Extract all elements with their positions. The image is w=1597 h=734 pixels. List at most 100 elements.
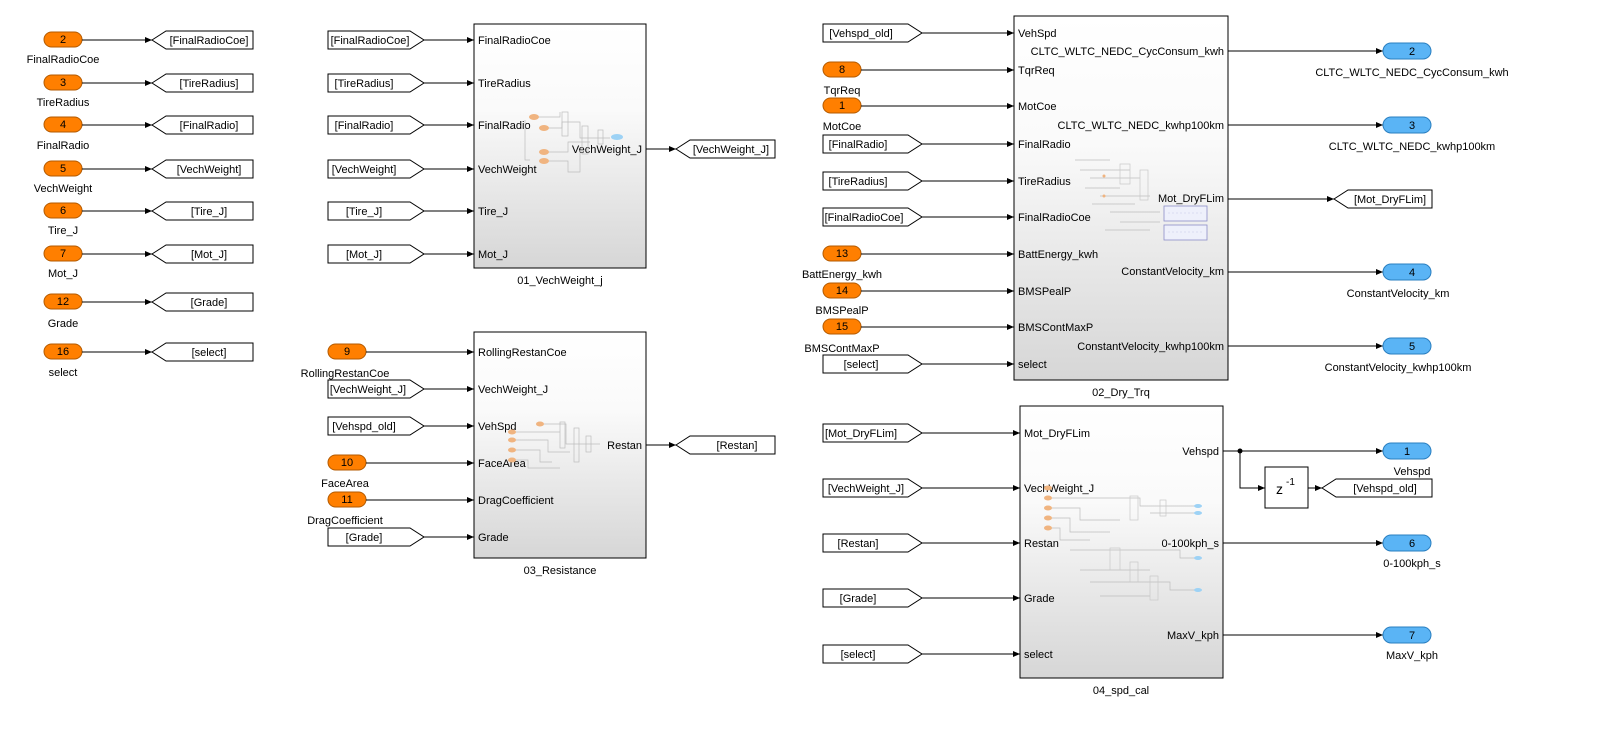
port-label: VechWeight_J xyxy=(1024,483,1094,495)
from-tag[interactable] xyxy=(822,423,923,443)
inport-number: 9 xyxy=(344,346,350,358)
port-label: VechWeight_J xyxy=(572,144,642,156)
from-tag[interactable] xyxy=(327,527,425,547)
from-tag[interactable] xyxy=(822,644,923,664)
from-tag-label: [Grade] xyxy=(346,532,383,544)
from-tag[interactable] xyxy=(327,115,425,135)
port-label: ConstantVelocity_km xyxy=(1121,266,1224,278)
inport-label: select xyxy=(49,367,78,379)
from-tag[interactable] xyxy=(327,379,425,399)
inport-number: 3 xyxy=(60,77,66,89)
port-label: Restan xyxy=(607,440,642,452)
goto-tag[interactable] xyxy=(1321,478,1433,498)
port-label: DragCoefficient xyxy=(478,495,554,507)
from-tag[interactable] xyxy=(822,533,923,553)
goto-tag[interactable] xyxy=(1333,189,1433,209)
port-label: BMSPealP xyxy=(1018,286,1071,298)
outport-label: ConstantVelocity_km xyxy=(1347,288,1450,300)
port-label: FinalRadioCoe xyxy=(1018,212,1091,224)
from-tag-label: [Grade] xyxy=(840,593,877,605)
from-tag[interactable] xyxy=(327,416,425,436)
left-inport-group: 2 FinalRadioCoe [FinalRadioCoe] 3 TireRa… xyxy=(27,30,254,379)
from-tag-label: [Mot_J] xyxy=(346,249,382,261)
from-tag[interactable] xyxy=(327,244,425,264)
from-tag[interactable] xyxy=(822,354,923,374)
inport-label: BMSContMaxP xyxy=(804,343,879,355)
inport-label: FinalRadio xyxy=(37,140,90,152)
from-tag[interactable] xyxy=(822,171,923,191)
port-label: CLTC_WLTC_NEDC_CycConsum_kwh xyxy=(1031,46,1224,58)
outport-constantvelocity-km[interactable] xyxy=(1382,263,1432,281)
goto-tag[interactable] xyxy=(151,73,254,93)
port-label: Tire_J xyxy=(478,206,508,218)
subsystem-preview xyxy=(508,421,600,469)
unit-delay-exponent: -1 xyxy=(1286,477,1295,488)
subsystem-name: 01_VechWeight_j xyxy=(517,275,602,287)
from-tag[interactable] xyxy=(327,201,425,221)
outport-constantvelocity-kwhp100km[interactable] xyxy=(1382,337,1432,355)
inport-label: MotCoe xyxy=(823,121,862,133)
from-tag[interactable] xyxy=(327,159,425,179)
unit-delay-block[interactable]: z -1 xyxy=(1264,466,1309,509)
outport-number: 7 xyxy=(1409,630,1415,642)
inport-number: 16 xyxy=(57,346,69,358)
goto-tag-label: [Grade] xyxy=(191,297,228,309)
inport-label: FaceArea xyxy=(321,478,370,490)
subsystem-name: 02_Dry_Trq xyxy=(1092,387,1150,399)
from-tag[interactable] xyxy=(822,23,923,43)
from-tag-label: [VechWeight_J] xyxy=(828,483,904,495)
goto-tag[interactable] xyxy=(151,244,254,264)
subsystem-spdcal[interactable]: [Mot_DryFLim] [VechWeight_J] [Restan] [G… xyxy=(822,405,1441,697)
from-tag-label: [Vehspd_old] xyxy=(332,421,396,433)
outport-kwhp100km[interactable] xyxy=(1382,116,1432,134)
goto-tag[interactable] xyxy=(151,115,254,135)
goto-tag-label: [FinalRadioCoe] xyxy=(170,35,249,47)
goto-tag[interactable] xyxy=(151,342,254,362)
inport-number: 1 xyxy=(839,100,845,112)
inport-number: 7 xyxy=(60,248,66,260)
goto-tag[interactable] xyxy=(675,139,776,159)
outport-label: MaxV_kph xyxy=(1386,650,1438,662)
subsystem-name: 04_spd_cal xyxy=(1093,685,1149,697)
subsystem-resistance[interactable]: 9 RollingRestanCoe [VechWeight_J] [Vehsp… xyxy=(301,331,776,577)
from-tag[interactable] xyxy=(822,478,923,498)
port-label: TireRadius xyxy=(1018,176,1071,188)
goto-tag[interactable] xyxy=(151,292,254,312)
subsystem-vechweight[interactable]: [FinalRadioCoe] [TireRadius] [FinalRadio… xyxy=(327,23,776,287)
inport-number: 11 xyxy=(341,494,352,506)
from-tag[interactable] xyxy=(822,588,923,608)
goto-tag[interactable] xyxy=(675,435,776,455)
inport-number: 12 xyxy=(57,296,69,308)
port-label: BMSContMaxP xyxy=(1018,322,1093,334)
goto-tag[interactable] xyxy=(151,30,254,50)
subsystem-drytrq[interactable]: [Vehspd_old] 8 TqrReq 1 MotCoe [FinalRad… xyxy=(802,15,1509,399)
from-tag-label: [Mot_DryFLim] xyxy=(825,428,897,440)
from-tag-label: [FinalRadio] xyxy=(829,139,888,151)
port-label: select xyxy=(1024,649,1053,661)
inport-label: TqrReq xyxy=(824,85,861,97)
from-tag-label: [FinalRadioCoe] xyxy=(825,212,904,224)
from-tag[interactable] xyxy=(327,30,425,50)
port-label: Grade xyxy=(478,532,509,544)
outport-number: 3 xyxy=(1409,120,1415,132)
outport-cycconsum[interactable] xyxy=(1382,42,1432,60)
from-tag[interactable] xyxy=(822,134,923,154)
outport-maxv-kph[interactable] xyxy=(1382,626,1432,644)
outport-vehspd[interactable] xyxy=(1382,442,1432,460)
port-label: TireRadius xyxy=(478,78,531,90)
goto-tag[interactable] xyxy=(151,201,254,221)
inport-number: 15 xyxy=(836,321,848,333)
inport-label: Tire_J xyxy=(48,225,78,237)
inport-number: 2 xyxy=(60,34,66,46)
from-tag[interactable] xyxy=(327,73,425,93)
outport-0-100kph[interactable] xyxy=(1382,534,1432,552)
goto-tag-label: [Mot_J] xyxy=(191,249,227,261)
goto-tag-label: [select] xyxy=(192,347,227,359)
goto-tag-label: [Restan] xyxy=(717,440,758,452)
goto-tag[interactable] xyxy=(151,159,254,179)
port-label: FinalRadio xyxy=(478,120,531,132)
inport-number: 5 xyxy=(60,163,66,175)
goto-tag-label: [VechWeight_J] xyxy=(693,144,769,156)
from-tag[interactable] xyxy=(822,207,923,227)
